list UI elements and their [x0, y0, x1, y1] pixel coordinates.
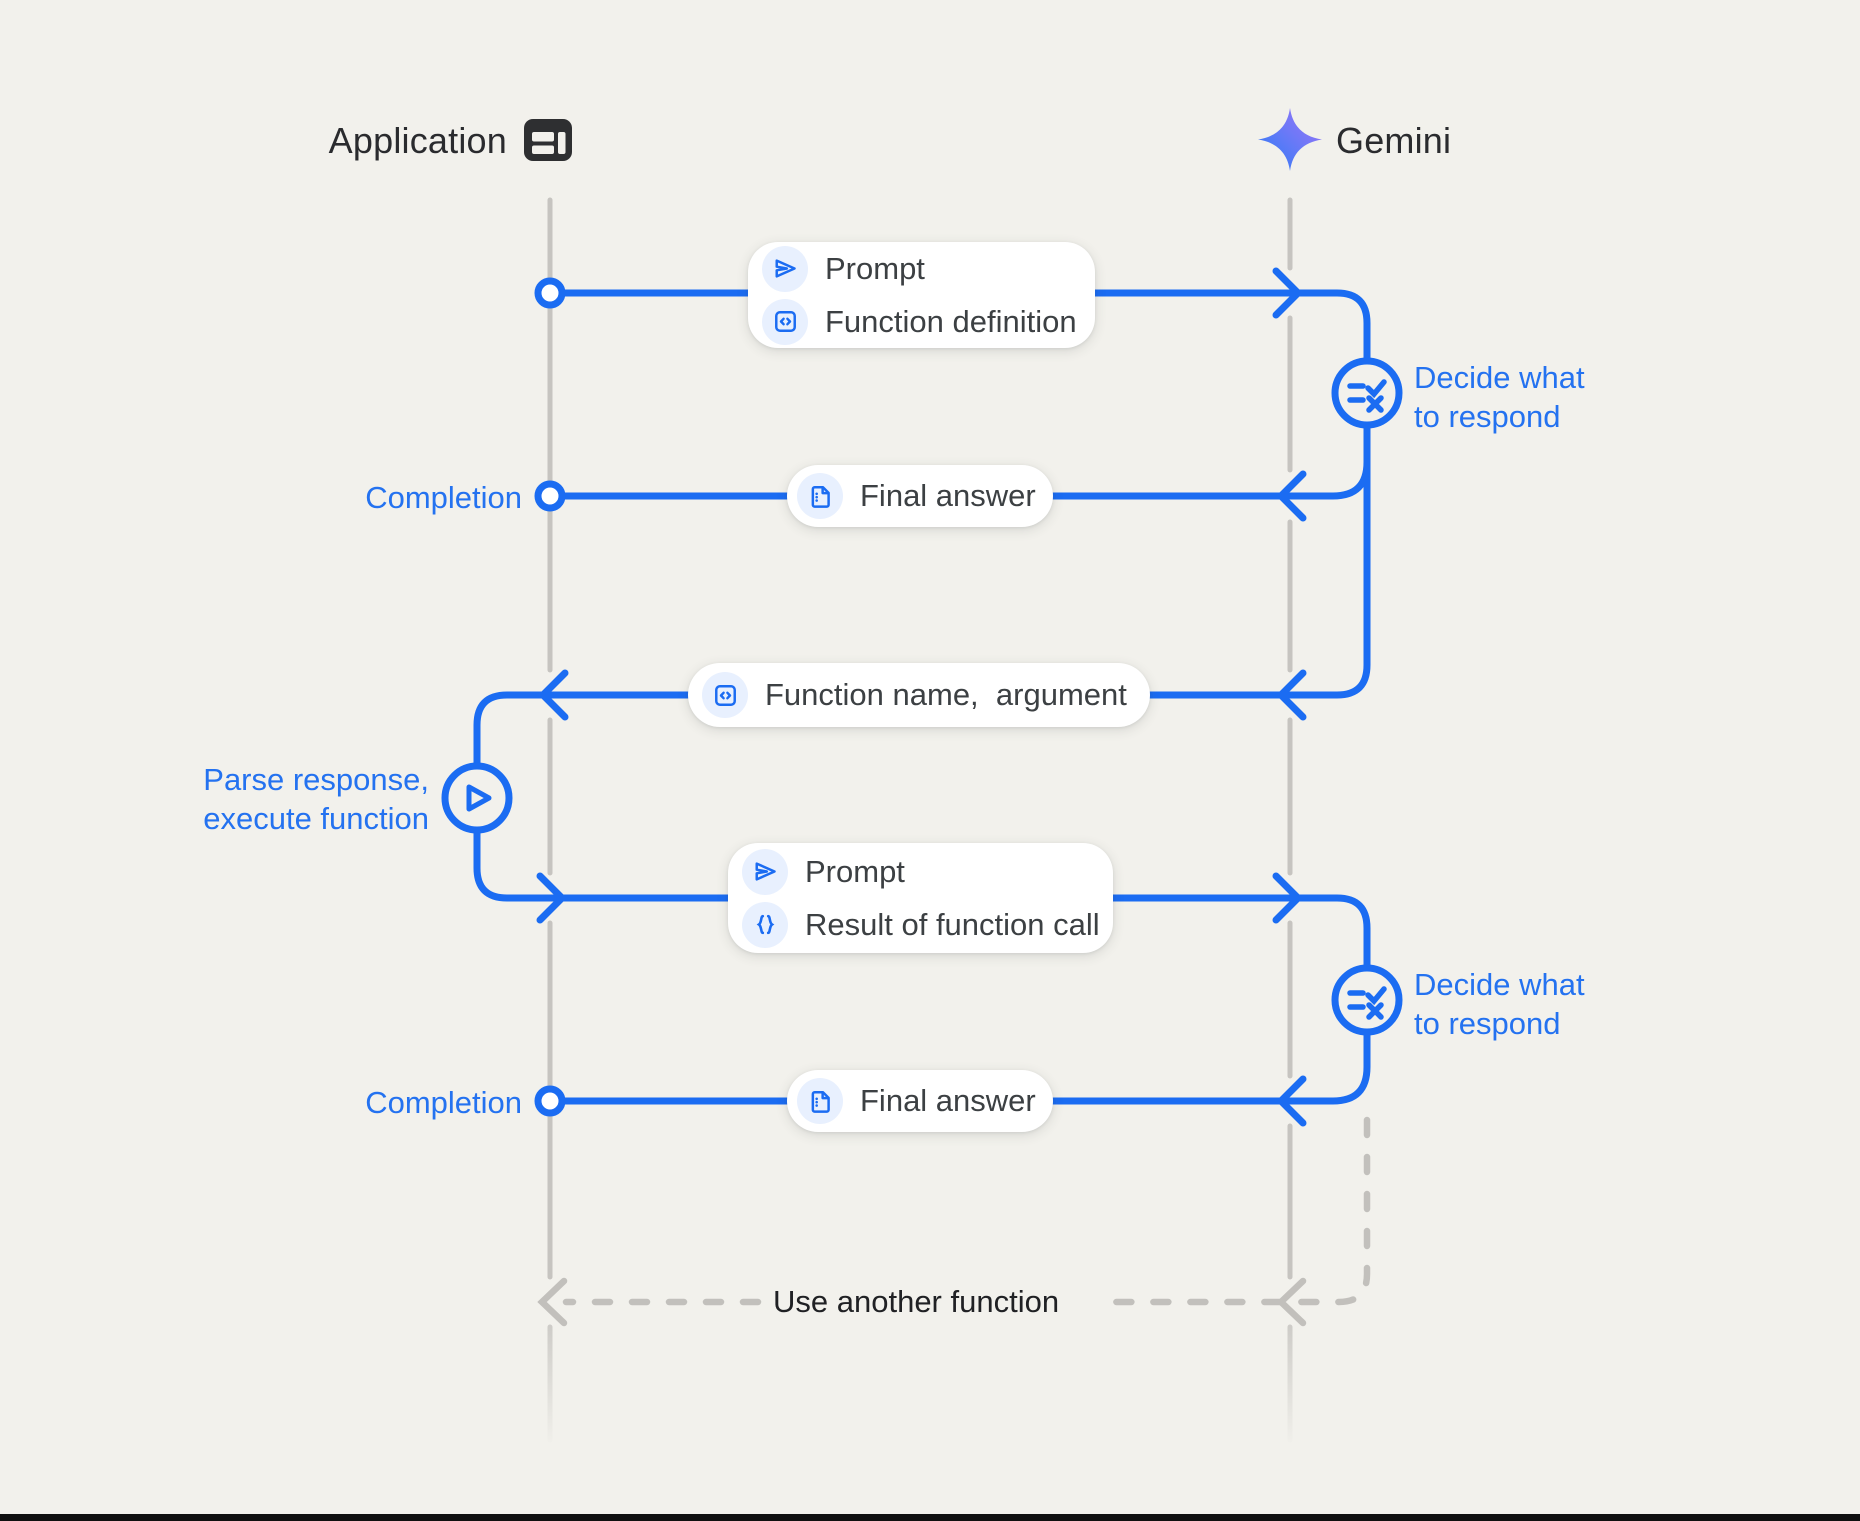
message-row: Result of function call [728, 898, 1113, 951]
gemini-actor-label: Gemini [1336, 120, 1452, 161]
send-icon [762, 245, 808, 292]
decision-rule-icon [1331, 964, 1403, 1036]
flow-final-answer-2 [558, 1030, 1371, 1105]
bottom-edge-bar [0, 1514, 1860, 1521]
loop-dashed-path [537, 1116, 1371, 1327]
message-label: Function name, argument [765, 677, 1127, 712]
message-label: Function definition [825, 303, 1077, 339]
message-label: Final answer [860, 478, 1036, 513]
final-answer-doc-icon [797, 1078, 843, 1124]
flow-final-answer-1 [558, 458, 1371, 500]
parse-execute-note: Parse response, execute function [203, 762, 429, 836]
send-icon [742, 848, 788, 895]
arrowhead-request-2-application [536, 872, 567, 924]
message-row: Function name, argument [688, 672, 1127, 718]
arrowhead-request-2-gemini [1272, 872, 1303, 924]
flow-request-1 [558, 289, 1371, 365]
message-row: Prompt [728, 845, 1113, 898]
message-card-prompt-result: Prompt Result of function call [728, 843, 1113, 953]
final-answer-doc-icon [797, 473, 843, 519]
message-pill-final-answer-2: Final answer [787, 1070, 1053, 1132]
play-icon [441, 762, 513, 834]
loop-arrowhead-gemini [1276, 1277, 1307, 1327]
braces-icon [742, 901, 788, 948]
origin-circle-request-1 [534, 277, 566, 309]
decide-note-2: Decide what to respond [1414, 967, 1585, 1041]
message-label: Result of function call [805, 906, 1100, 942]
decide-note-1: Decide what to respond [1414, 360, 1585, 434]
completion-label-2: Completion [365, 1085, 522, 1120]
decision-rule-icon [1331, 357, 1403, 429]
origin-circle-completion-1 [534, 480, 566, 512]
arrowhead-request-1 [1272, 267, 1303, 319]
message-row: Function definition [748, 295, 1095, 348]
origin-circle-completion-2 [534, 1085, 566, 1117]
message-pill-function-name-argument: Function name, argument [688, 663, 1150, 727]
message-label: Prompt [825, 250, 925, 286]
arrowhead-function-call-gemini [1276, 669, 1307, 721]
message-row: Final answer [787, 1078, 1036, 1124]
application-actor-label: Application [328, 120, 507, 161]
message-row: Prompt [748, 242, 1095, 295]
message-card-prompt-function-definition: Prompt Function definition [748, 242, 1095, 348]
gemini-sparkle-icon [1258, 108, 1322, 171]
message-row: Final answer [787, 473, 1036, 519]
app-window-icon [524, 119, 572, 161]
message-pill-final-answer-1: Final answer [787, 465, 1053, 527]
function-code-icon [762, 298, 808, 345]
loop-label: Use another function [773, 1284, 1060, 1319]
function-code-icon [702, 672, 748, 718]
arrowhead-final-answer-1-gemini [1276, 470, 1307, 522]
origin-circles [534, 277, 566, 1117]
message-label: Prompt [805, 853, 905, 889]
loop-arrowhead-application [537, 1277, 568, 1327]
arrowhead-final-answer-2-gemini [1276, 1075, 1307, 1127]
message-label: Final answer [860, 1083, 1036, 1118]
completion-label-1: Completion [365, 480, 522, 515]
arrowhead-function-call-application [538, 669, 569, 721]
